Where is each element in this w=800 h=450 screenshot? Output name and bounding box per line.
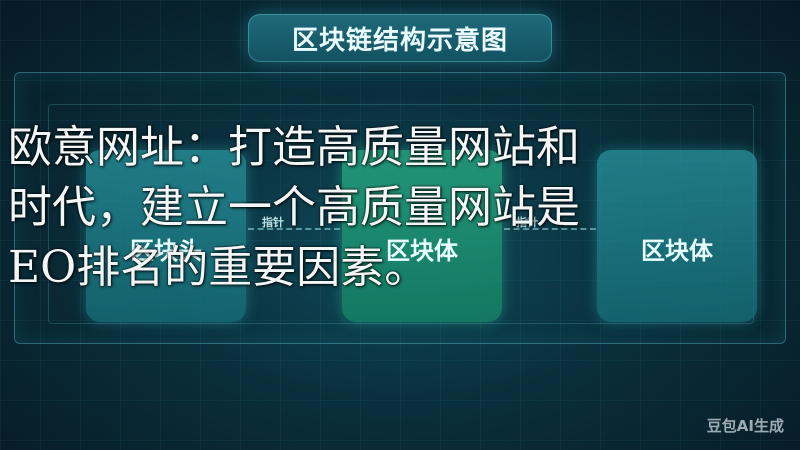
overlay-line: 欧意网址：打造高质量网站和	[8, 122, 580, 173]
block-label: 区块头	[130, 237, 202, 265]
block-body: 区块体	[342, 150, 502, 322]
block-body: 区块体	[597, 150, 757, 322]
connector-arrow	[248, 228, 340, 230]
block-label: 区块体	[386, 237, 458, 265]
block-label: 区块体	[641, 237, 713, 265]
overlay-article-text: 欧意网址：打造高质量网站和 时代，建立一个高质量网站是 EO排名的重要因素。	[0, 118, 800, 298]
connector-label: 指针	[516, 216, 538, 229]
diagram-outer-frame	[14, 72, 786, 344]
overlay-line: 时代，建立一个高质量网站是	[8, 182, 580, 233]
diagram-title: 区块链结构示意图	[248, 14, 552, 62]
block-header: 区块头	[86, 150, 246, 322]
overlay-line: EO排名的重要因素。	[8, 242, 429, 293]
connector-label: 指针	[262, 216, 284, 229]
watermark: 豆包AI生成	[706, 417, 784, 435]
connector-arrow	[504, 228, 596, 230]
